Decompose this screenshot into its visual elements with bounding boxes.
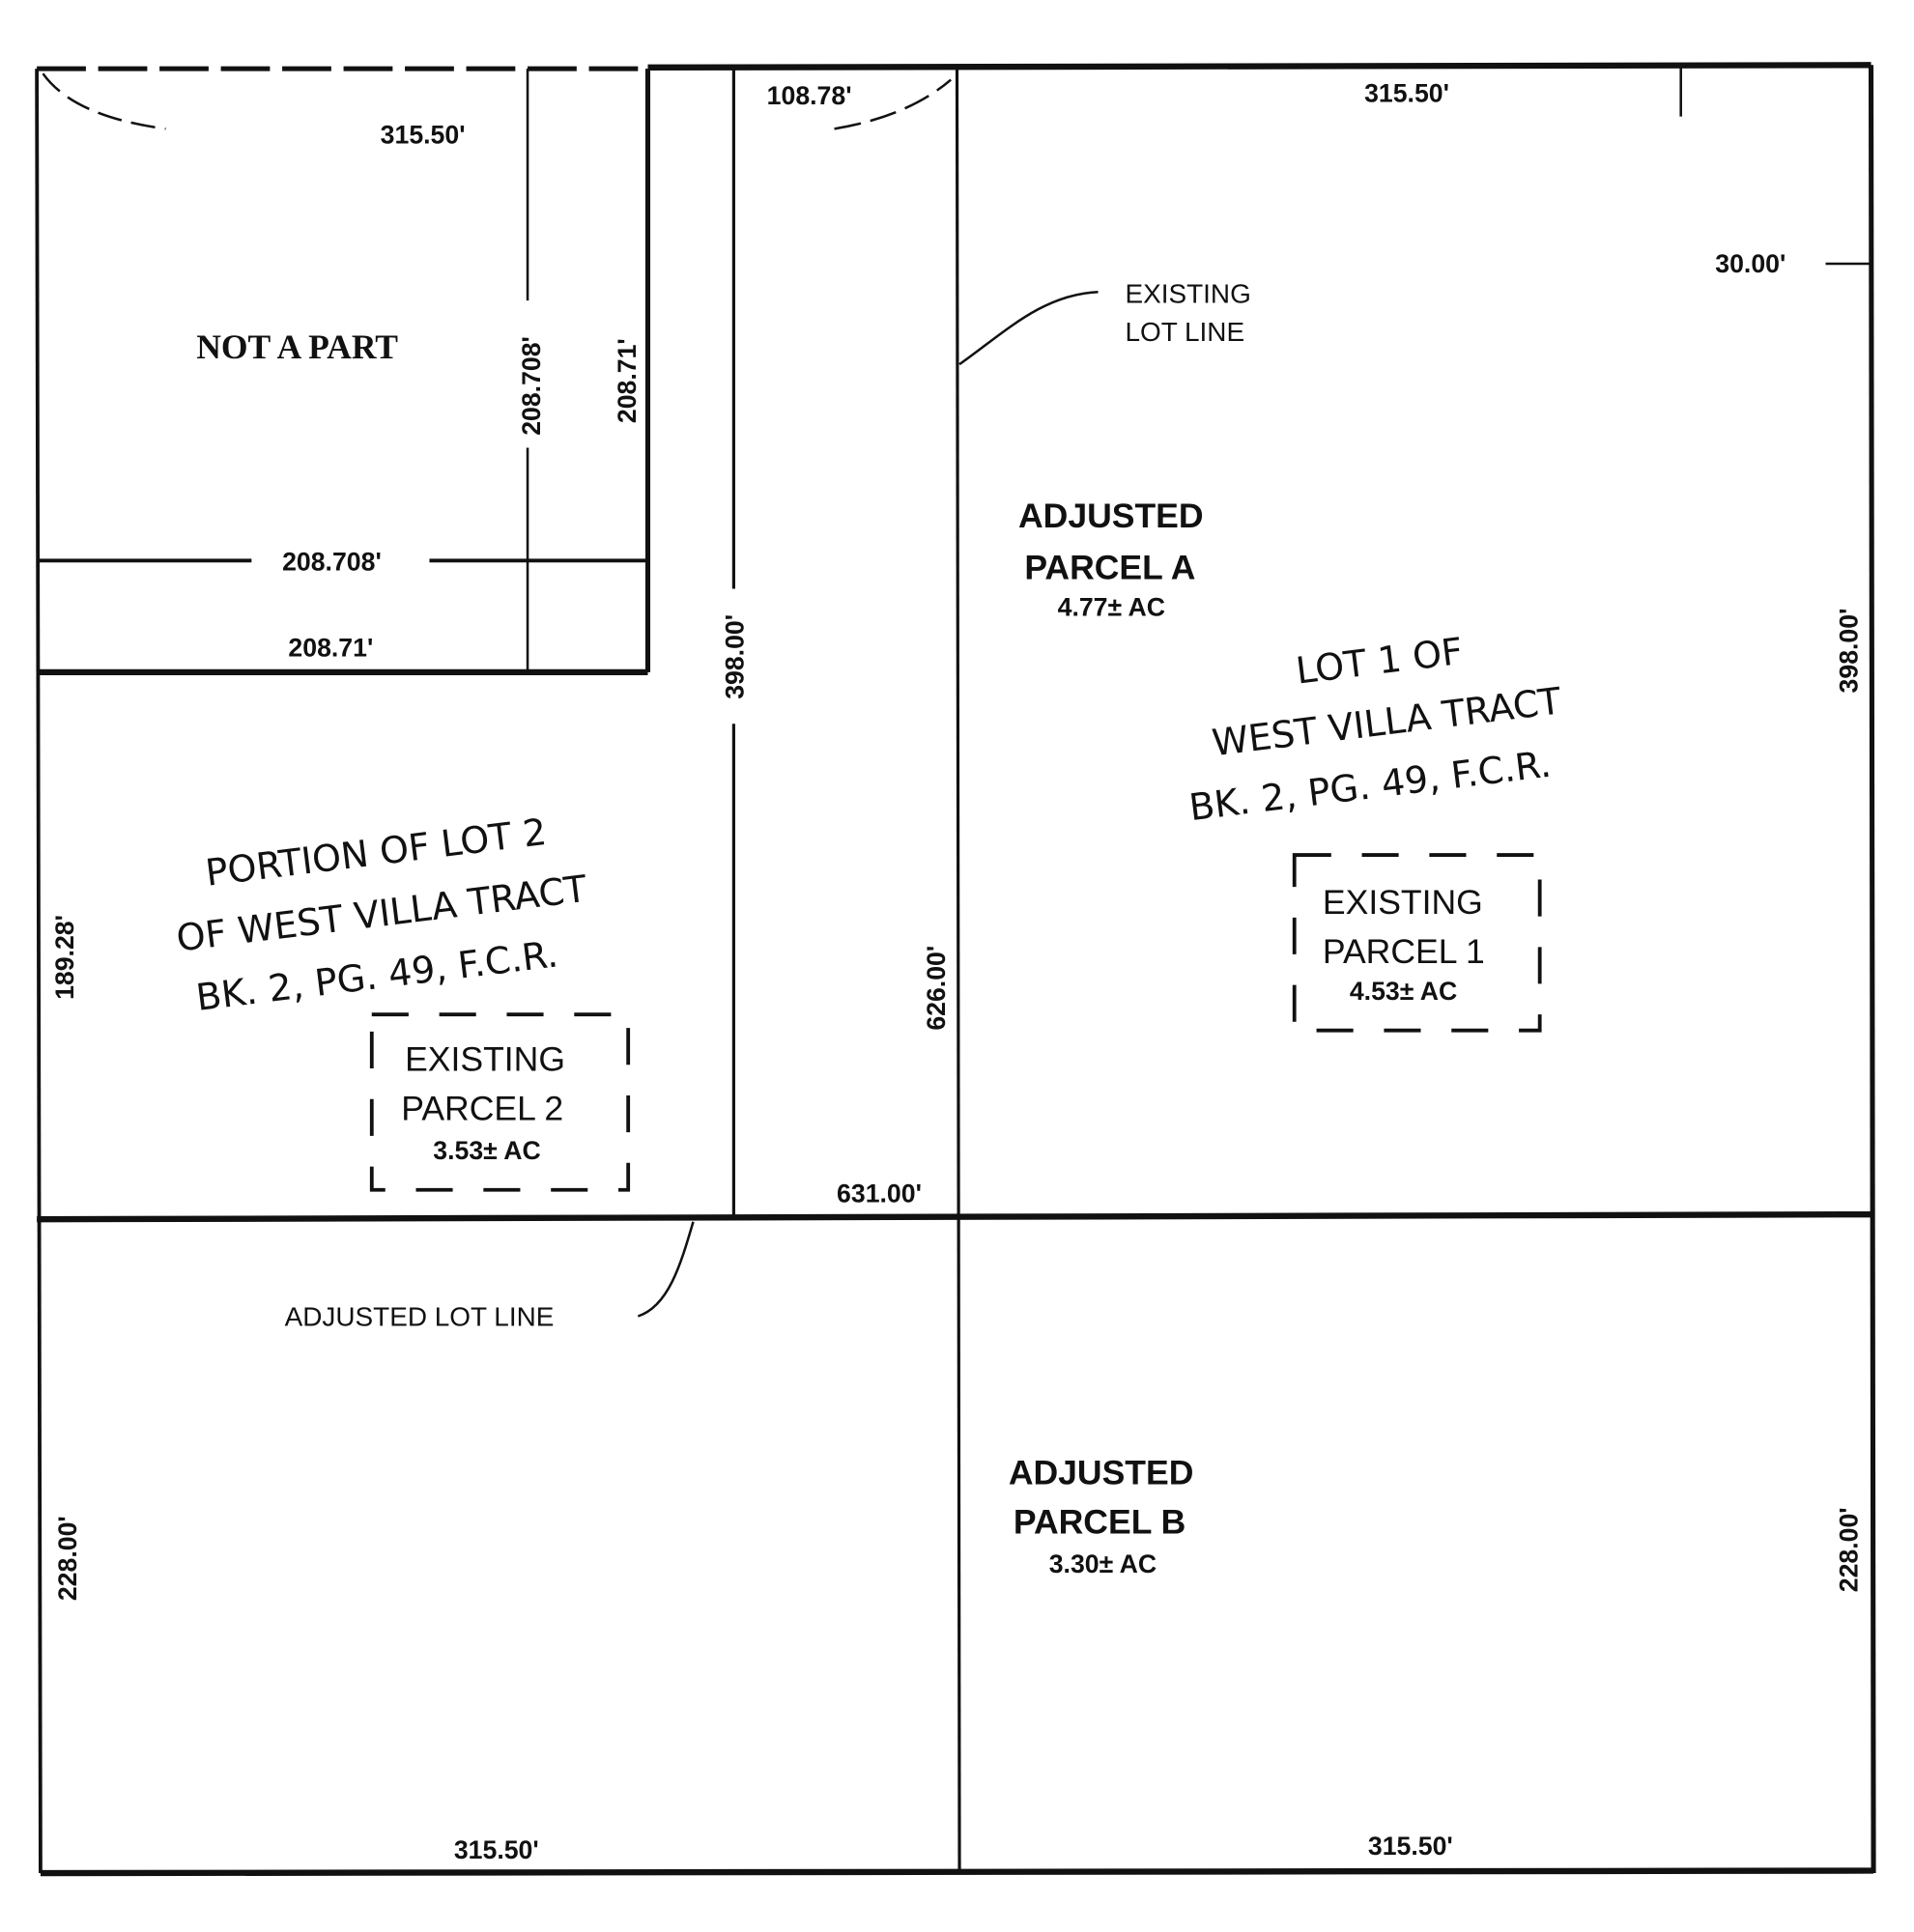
dim-nap-horiz-b: 208.71' xyxy=(288,633,373,662)
dim-nap-horiz-a: 208.708' xyxy=(282,547,382,576)
parcel-b-title-2: PARCEL B xyxy=(1014,1502,1186,1541)
top-boundary xyxy=(647,62,1871,71)
not-a-part-label: NOT A PART xyxy=(196,327,398,366)
left-boundary xyxy=(35,69,43,1874)
bottom-boundary xyxy=(40,1867,1874,1877)
existing-lot-line xyxy=(955,67,961,1874)
adjusted-lot-line xyxy=(37,1210,1871,1223)
dim-middle-horiz: 631.00' xyxy=(837,1179,922,1208)
dim-right-vert-lower: 228.00' xyxy=(1835,1507,1864,1592)
corner-arc xyxy=(42,72,166,130)
adjusted-lot-line-callout: ADJUSTED LOT LINE xyxy=(285,1302,555,1332)
existing-parcel-1-box xyxy=(1292,853,1542,1033)
dim-right-vert-upper: 398.00' xyxy=(1835,609,1864,694)
dim-left-vert-upper: 189.28' xyxy=(50,915,79,1000)
parcel-a-acreage: 4.77± AC xyxy=(1058,592,1165,621)
dim-right-offset: 30.00' xyxy=(1715,249,1785,278)
dim-middle-vert: 626.00' xyxy=(922,946,951,1031)
existing-parcel-1-title-2: PARCEL 1 xyxy=(1323,932,1485,971)
parcel-b-acreage: 3.30± AC xyxy=(1049,1549,1157,1578)
parcel-a-title: ADJUSTED xyxy=(1018,497,1204,535)
lot1-line1: LOT 1 OF xyxy=(1294,630,1465,693)
parcel-a-title-2: PARCEL A xyxy=(1024,548,1195,586)
dim-top-left: 315.50' xyxy=(381,121,466,150)
parcel-b-title: ADJUSTED xyxy=(1009,1454,1194,1492)
corner-arc xyxy=(834,78,952,130)
dim-top-middle: 108.78' xyxy=(767,81,852,110)
existing-lot-line-callout-2: LOT LINE xyxy=(1125,317,1244,347)
dim-nap-vert-b: 208.71' xyxy=(613,338,642,423)
dim-left-vert-lower: 228.00' xyxy=(53,1516,82,1601)
adjusted-lot-line-leader xyxy=(637,1221,695,1318)
existing-parcel-1-acreage: 4.53± AC xyxy=(1350,977,1457,1006)
dim-center-vert: 398.00' xyxy=(721,614,750,699)
existing-parcel-1-title: EXISTING xyxy=(1323,883,1483,922)
existing-lot-line-leader xyxy=(958,290,1099,366)
dim-bottom-right: 315.50' xyxy=(1368,1832,1453,1861)
existing-parcel-2-box xyxy=(369,1012,631,1192)
existing-parcel-2-title: EXISTING xyxy=(405,1040,565,1079)
existing-parcel-2-acreage: 3.53± AC xyxy=(433,1136,540,1165)
dim-top-right: 315.50' xyxy=(1364,78,1449,107)
dim-nap-vert-a: 208.708' xyxy=(517,336,546,436)
existing-lot-line-callout: EXISTING xyxy=(1125,279,1250,309)
dim-bottom-left: 315.50' xyxy=(454,1835,539,1864)
right-boundary xyxy=(1868,65,1876,1874)
existing-parcel-2-title-2: PARCEL 2 xyxy=(401,1089,563,1127)
